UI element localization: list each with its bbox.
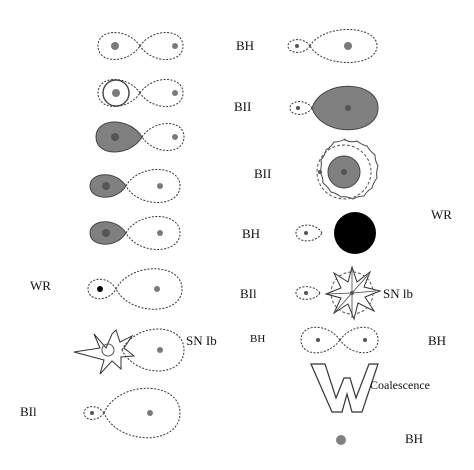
left-stage-7-supernova [73, 328, 185, 375]
companion-star [147, 410, 153, 416]
final-black-hole [336, 435, 346, 445]
companion-core [345, 105, 351, 111]
left-stage-5-binary [89, 216, 181, 250]
roche-lobe-right [139, 32, 184, 60]
right-stage-2-mass-transfer [289, 85, 379, 131]
label-bh-6: BH [250, 333, 266, 345]
coalescence-arrow-icon [310, 363, 379, 413]
black-hole [90, 411, 94, 415]
supernova-burst [73, 329, 136, 375]
label-wr-right: WR [431, 207, 452, 222]
secondary-star [172, 134, 178, 140]
common-envelope-outer [319, 138, 379, 200]
label-bh-5: BIl [240, 286, 257, 301]
label-bh-2: BII [234, 99, 252, 114]
primary-envelope [102, 79, 130, 107]
label-sn-left: SN Ib [186, 333, 217, 348]
secondary-star [172, 43, 178, 49]
label-bh-1: BH [236, 38, 255, 53]
companion-star [344, 42, 352, 50]
secondary-star [157, 183, 163, 189]
right-stage-6-bh-bh-binary [300, 326, 379, 354]
primary-star [111, 42, 119, 50]
right-stage-3-common-envelope [316, 138, 379, 200]
left-stage-3-binary [95, 121, 185, 153]
label-coalescence: Coalescence [370, 378, 430, 392]
left-stage-4-binary [89, 169, 181, 203]
companion-star [157, 347, 163, 353]
wr-star-dark [334, 212, 376, 254]
label-bh-7: BH [428, 333, 447, 348]
right-stage-1-bh-binary [287, 29, 378, 63]
left-stage-8-bh-binary [83, 387, 181, 439]
black-hole-1 [316, 338, 320, 342]
primary-star [112, 89, 120, 97]
black-hole-2 [363, 338, 367, 342]
companion-star [154, 286, 160, 292]
label-bh-8: BIl [20, 404, 37, 419]
label-bh-3: BII [254, 166, 272, 181]
left-stage-2-binary [97, 79, 184, 107]
wr-star [97, 286, 103, 292]
secondary-star [157, 230, 163, 236]
roche-lobe-left [97, 32, 141, 60]
label-sn-right: SN lb [383, 286, 413, 301]
black-hole [295, 44, 299, 48]
right-stage-5-supernova [295, 265, 382, 321]
right-stage-4-bh-wr [295, 212, 376, 254]
label-bh-final: BH [405, 431, 424, 446]
label-wr-left: WR [30, 278, 51, 293]
left-stage-6-wr-binary [87, 268, 183, 310]
left-stage-1-binary [97, 32, 184, 60]
secondary-star [172, 90, 178, 96]
label-bh-4: BH [242, 226, 261, 241]
primary-core [111, 133, 119, 141]
